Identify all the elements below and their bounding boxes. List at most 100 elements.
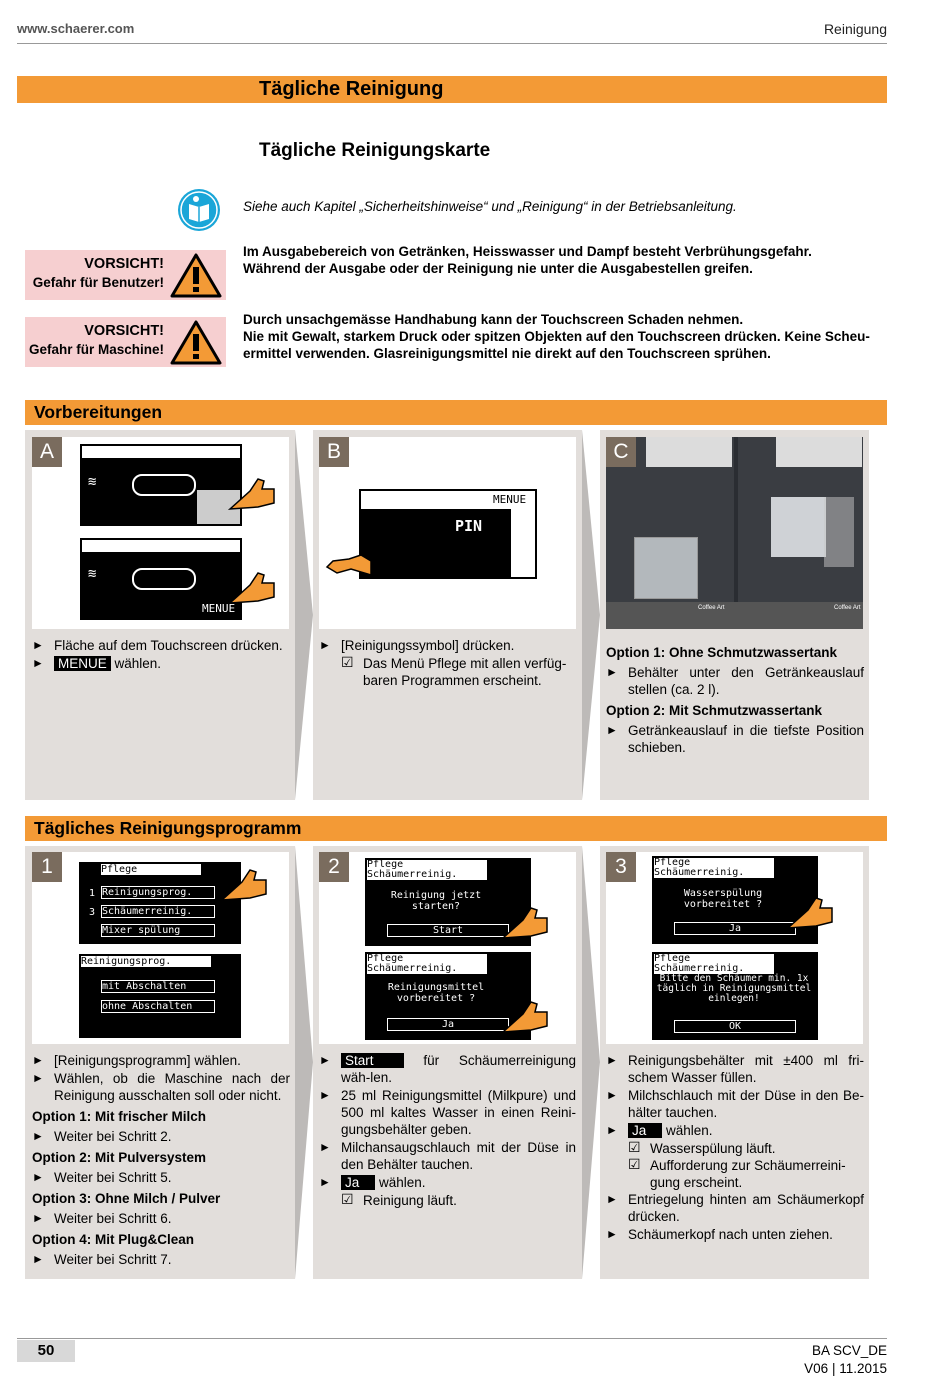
step1-instructions: [Reinigungsprogramm] wählen. Wählen, ob … <box>32 1052 290 1269</box>
lcd-yes-button[interactable]: Ja <box>387 1018 509 1031</box>
lcd-title-line: Pflege <box>367 953 404 964</box>
lcd-question: Reinigungsmittel vorbereitet ? <box>387 982 485 1004</box>
instruction-text: wählen. <box>114 656 162 671</box>
warning-triangle-icon <box>170 253 222 298</box>
instruction-item: Weiter bei Schritt 6. <box>32 1210 290 1227</box>
brand-label: Coffee Art <box>834 605 861 611</box>
pointing-hand-icon <box>228 478 275 510</box>
prep-a-image: ≋ ≋ MENUE <box>32 437 289 629</box>
option-heading: Option 4: Mit Plug&Clean <box>32 1232 194 1247</box>
lcd-option-button[interactable]: mit Abschalten <box>101 980 215 993</box>
inline-button-label: Ja <box>341 1175 376 1190</box>
instruction-item: Reinigungsbehälter mit ±400 ml fri-schem… <box>606 1052 864 1086</box>
lcd-pin-label: PIN <box>455 517 483 535</box>
instruction-item: Weiter bei Schritt 7. <box>32 1251 290 1268</box>
lcd-ok-button[interactable]: OK <box>674 1020 796 1033</box>
inline-button-label: Start <box>341 1053 404 1068</box>
lcd-title-line: Schäumerreinig. <box>367 869 458 880</box>
step2-instructions: Start für Schäumerreinigung wäh-len. 25 … <box>319 1052 576 1209</box>
instruction-item: Ja wählen. <box>319 1174 576 1191</box>
lcd-menu-item[interactable]: Reinigungsprog. <box>101 886 215 899</box>
prep-b-image: MENUE PIN <box>319 437 576 629</box>
warning-user-box: VORSICHT! Gefahr für Benutzer! <box>25 250 226 300</box>
lcd-screen: ≋ <box>80 444 242 526</box>
flow-arrow <box>582 430 600 800</box>
lcd-menue-label[interactable]: MENUE <box>202 602 236 615</box>
lcd-screen: Pflege 1 3 Reinigungsprog. Schäumerreini… <box>79 862 241 944</box>
instruction-item: [Reinigungsprogramm] wählen. <box>32 1052 290 1069</box>
lcd-title-line: Pflege <box>654 953 691 964</box>
pointing-hand-icon <box>325 554 372 577</box>
lcd-title-line: Pflege <box>654 857 691 868</box>
flow-arrow <box>295 430 313 800</box>
instruction-item: Ja wählen. <box>606 1122 864 1139</box>
lcd-row-number: 1 <box>89 888 96 899</box>
lcd-menu-item[interactable]: Schäumerreinig. <box>101 905 215 918</box>
instruction-item: Start für Schäumerreinigung wäh-len. <box>319 1052 576 1086</box>
step3-instructions: Reinigungsbehälter mit ±400 ml fri-schem… <box>606 1052 864 1244</box>
warning-machine-box: VORSICHT! Gefahr für Maschine! <box>25 317 226 367</box>
lcd-title-line: Schäumerreinig. <box>654 963 745 974</box>
section-title: Tägliches Reinigungsprogramm <box>34 818 302 838</box>
lcd-screen: MENUE PIN <box>359 489 537 579</box>
result-item: Aufforderung zur Schäumerreini-gung ersc… <box>628 1156 864 1191</box>
instruction-item: Milchschlauch mit der Düse in den Be-häl… <box>606 1087 864 1121</box>
instruction-item: Schäumerkopf nach unten ziehen. <box>606 1226 864 1243</box>
lcd-start-button[interactable]: Start <box>387 924 509 937</box>
manual-reference-icon <box>178 189 220 231</box>
warning-line: Nie mit Gewalt, starkem Druck oder spitz… <box>243 329 870 344</box>
pointing-hand-icon <box>786 897 833 929</box>
pointing-hand-icon <box>501 907 548 939</box>
lcd-screen: ≋ MENUE <box>80 538 242 620</box>
lcd-yes-button[interactable]: Ja <box>674 922 796 935</box>
section-header-daily: Tägliches Reinigungsprogramm <box>25 816 887 841</box>
section-title: Vorbereitungen <box>34 402 163 422</box>
pointing-hand-icon <box>501 1001 548 1033</box>
result-item: Reinigung läuft. <box>341 1191 576 1209</box>
lcd-message: Bitte den Schäumer min. 1x täglich in Re… <box>656 973 812 1004</box>
warning-sub: Gefahr für Benutzer! <box>32 275 164 290</box>
warning-triangle-icon <box>170 320 222 365</box>
warning-line: Durch unsachgemässe Handhabung kann der … <box>243 312 744 327</box>
step-badge: C <box>606 437 636 467</box>
page-subtitle: Tägliche Reinigungskarte <box>259 140 491 161</box>
website-url[interactable]: www.schaerer.com <box>17 21 135 36</box>
instruction-item: Entriegelung hinten am Schäumerkopf drüc… <box>606 1191 864 1225</box>
instruction-item: Weiter bei Schritt 5. <box>32 1169 290 1186</box>
lcd-option-button[interactable]: ohne Abschalten <box>101 1000 215 1013</box>
prep-a-instructions: Fläche auf dem Touchscreen drücken. MENU… <box>32 637 290 673</box>
instruction-text: wählen. <box>666 1123 713 1138</box>
warning-label: VORSICHT! <box>84 323 164 339</box>
lcd-title-line: Pflege <box>367 859 404 870</box>
instruction-item: Wählen, ob die Maschine nach der Reinigu… <box>32 1070 290 1104</box>
lcd-menu-item[interactable]: Mixer spülung <box>101 924 215 937</box>
inline-button-label: Ja <box>628 1123 663 1138</box>
lcd-title-line: Schäumerreinig. <box>654 867 745 878</box>
warning-line: Im Ausgabebereich von Getränken, Heisswa… <box>243 244 812 259</box>
instruction-item: 25 ml Reinigungsmittel (Milkpure) und 50… <box>319 1087 576 1138</box>
brand-label: Coffee Art <box>698 605 725 611</box>
warning-machine-text: Durch unsachgemässe Handhabung kann der … <box>243 311 893 362</box>
prep-c-instructions: Option 1: Ohne Schmutzwassertank Behälte… <box>606 640 864 757</box>
flow-arrow <box>295 846 313 1279</box>
instruction-text: für Schäumerreinigung wäh-len. <box>341 1053 576 1085</box>
lcd-title: Pflege <box>101 864 201 875</box>
step-badge: A <box>32 437 62 467</box>
warning-line: ermittel verwenden. Glasreinigungsmittel… <box>243 346 771 361</box>
flow-arrow <box>582 846 600 1279</box>
instruction-item: Fläche auf dem Touchscreen drücken. <box>32 637 290 654</box>
step-badge: B <box>319 437 349 467</box>
instruction-item: MENUE wählen. <box>32 655 290 672</box>
page-title-bar: Tägliche Reinigung <box>17 76 887 103</box>
lcd-question: Wasserspülung vorbereitet ? <box>683 888 763 910</box>
instruction-item: Behälter unter den Getränkeauslauf stell… <box>606 664 864 698</box>
result-item: Das Menü Pflege mit allen verfüg-baren P… <box>341 654 573 689</box>
pointing-hand-icon <box>228 572 275 604</box>
step-badge: 1 <box>32 852 62 882</box>
